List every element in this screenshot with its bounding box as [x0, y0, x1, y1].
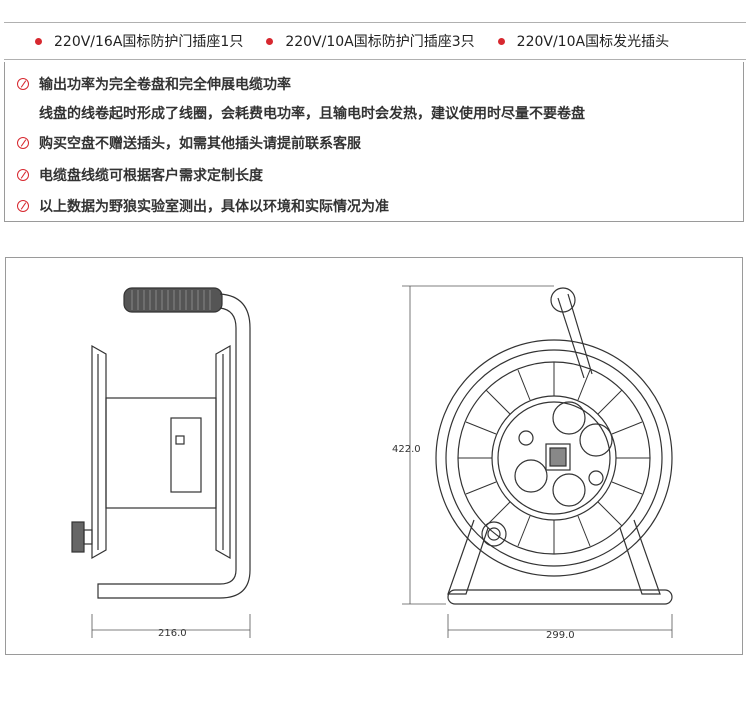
note-text: 输出功率为完全卷盘和完全伸展电缆功率	[39, 77, 291, 93]
note-item: 电缆盘线缆可根据客户需求定制长度	[17, 165, 263, 185]
notes-box: 输出功率为完全卷盘和完全伸展电缆功率 线盘的线卷起时形成了线圈，会耗费电功率，且…	[4, 62, 744, 222]
front-view	[402, 285, 673, 638]
side-view	[71, 287, 251, 638]
drawing-svg: 216.0 422.0 299.0	[71, 285, 673, 641]
bullet-dot-icon	[497, 37, 505, 45]
spec-label: 220V/10A国标发光插头	[516, 34, 670, 50]
note-mark-icon	[17, 169, 29, 181]
note-mark-icon	[17, 200, 29, 212]
spec-bar: 220V/16A国标防护门插座1只 220V/10A国标防护门插座3只 220V…	[4, 22, 746, 60]
note-mark-icon	[17, 137, 29, 149]
note-text: 以上数据为野狼实验室测出，具体以环境和实际情况为准	[39, 199, 389, 215]
dimension-front-width: 299.0	[546, 630, 575, 641]
note-item: 购买空盘不赠送插头，如需其他插头请提前联系客服	[17, 133, 361, 153]
note-item: 以上数据为野狼实验室测出，具体以环境和实际情况为准	[17, 196, 389, 216]
note-text: 电缆盘线缆可根据客户需求定制长度	[39, 168, 263, 184]
note-text: 购买空盘不赠送插头，如需其他插头请提前联系客服	[39, 136, 361, 152]
note-item: 输出功率为完全卷盘和完全伸展电缆功率	[17, 74, 291, 94]
technical-drawing: 216.0 422.0 299.0	[5, 257, 743, 655]
spec-item: 220V/10A国标防护门插座3只	[266, 31, 475, 51]
dimension-side-width: 216.0	[158, 628, 187, 639]
spec-item: 220V/10A国标发光插头	[497, 31, 670, 51]
spec-item: 220V/16A国标防护门插座1只	[35, 31, 243, 51]
bullet-dot-icon	[35, 37, 42, 45]
bullet-dot-icon	[266, 37, 274, 45]
note-mark-icon	[17, 78, 29, 90]
note-subtext: 线盘的线卷起时形成了线圈，会耗费电功率，且输电时会发热，建议使用时尽量不要卷盘	[39, 106, 585, 122]
spec-label: 220V/16A国标防护门插座1只	[54, 34, 244, 50]
dimension-front-height: 422.0	[392, 444, 421, 455]
spec-label: 220V/10A国标防护门插座3只	[285, 34, 475, 50]
